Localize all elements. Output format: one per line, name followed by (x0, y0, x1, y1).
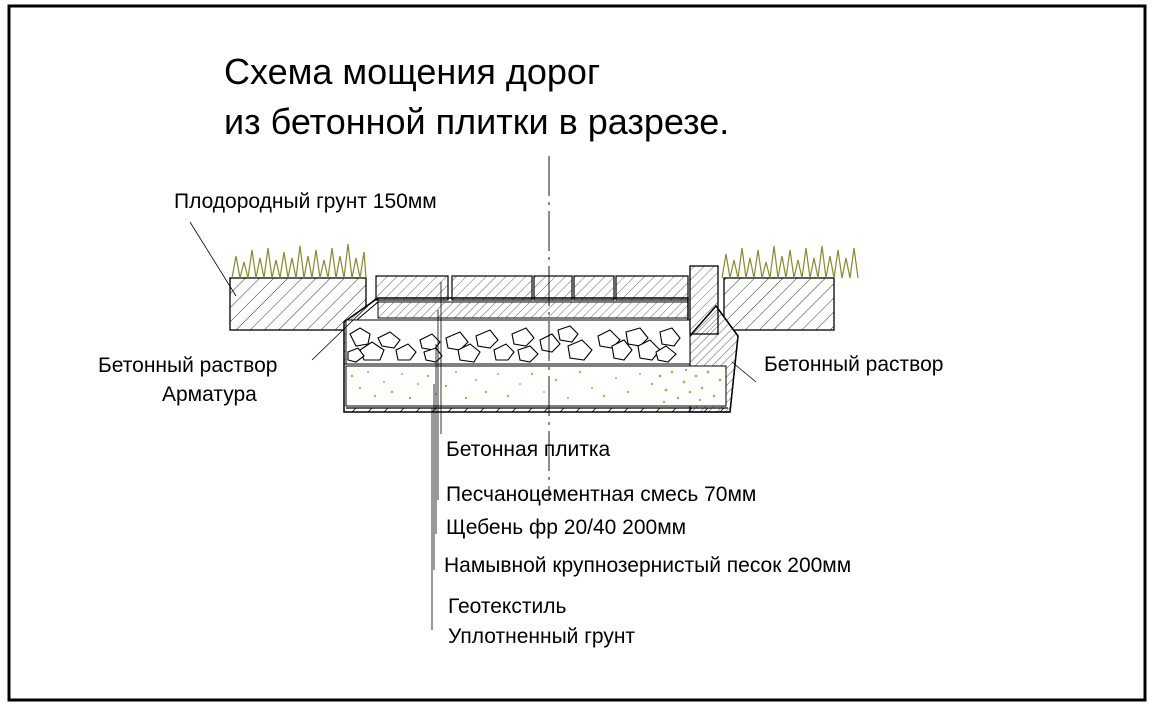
grass-right (721, 245, 859, 279)
label-sand-cement-mix: Песчаноцементная смесь 70мм (446, 483, 756, 506)
leader-fertile-soil (189, 221, 237, 297)
drawing-frame (7, 4, 1147, 702)
label-concrete-mortar-left: Бетонный раствор (98, 354, 277, 377)
label-concrete-tile: Бетонная плитка (446, 438, 611, 461)
tile (615, 275, 689, 301)
fertile-soil-left (229, 277, 367, 331)
grass-left (231, 243, 367, 279)
leader-mortar-right (731, 361, 757, 383)
label-compacted-soil: Уплотненный грунт (448, 625, 635, 648)
tile (573, 275, 615, 301)
label-fertile-soil: Плодородный грунт 150мм (174, 190, 437, 213)
label-concrete-mortar-right: Бетонный раствор (764, 353, 943, 376)
label-rebar: Арматура (162, 383, 257, 406)
tile (533, 275, 573, 301)
title-line-1: Схема мощения дорог (224, 51, 600, 92)
tile (451, 275, 533, 301)
washed-sand-layer (345, 365, 727, 407)
concrete-tiles (375, 275, 689, 301)
title-line-2: из бетонной плитки в разрезе. (224, 101, 729, 142)
curb-stone (689, 265, 719, 335)
leader-mortar-left (311, 297, 377, 361)
fertile-soil-right (723, 277, 835, 331)
sand-cement-layer (377, 301, 689, 319)
sand-dots (350, 368, 722, 404)
crushed-stone-fill (347, 325, 681, 363)
label-crushed-stone: Щебень фр 20/40 200мм (446, 516, 686, 539)
label-washed-sand: Намывной крупнозернистый песок 200мм (444, 554, 851, 577)
tile (375, 275, 449, 301)
label-geotextile: Геотекстиль (448, 595, 566, 618)
